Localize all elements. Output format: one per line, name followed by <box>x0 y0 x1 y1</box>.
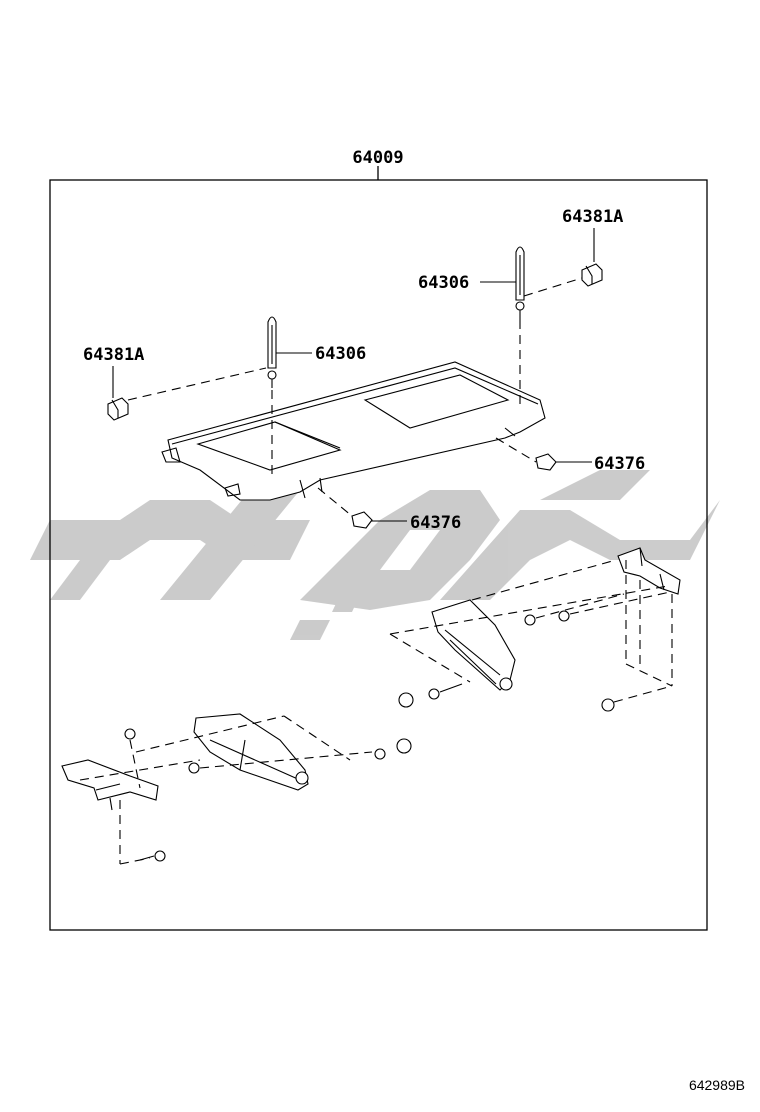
cushion-center-label: 64376 <box>410 513 461 533</box>
rod-right-label: 64306 <box>418 273 469 293</box>
cushion-right-label: 64376 <box>594 454 645 474</box>
assembly-guide-lines-top <box>127 277 583 517</box>
leader-lines <box>112 228 595 522</box>
clip-top-right-label: 64381A <box>562 207 623 227</box>
left-hinge-bracket <box>61 713 412 865</box>
support-rod-right <box>515 246 525 320</box>
assembly-frame <box>49 166 708 931</box>
clip-top-right <box>581 263 603 287</box>
cushion-right <box>535 453 557 471</box>
right-hinge-bracket <box>389 547 681 712</box>
cushion-center <box>351 511 373 529</box>
package-tray-panel <box>161 361 546 501</box>
clip-left <box>107 397 129 421</box>
assembly-number-label: 64009 <box>352 148 403 168</box>
watermark-logo <box>30 470 720 640</box>
rod-left-label: 64306 <box>315 344 366 364</box>
clip-left-label: 64381A <box>83 345 144 365</box>
support-rod-left <box>267 316 277 388</box>
drawing-number: 642989B <box>689 1077 745 1093</box>
